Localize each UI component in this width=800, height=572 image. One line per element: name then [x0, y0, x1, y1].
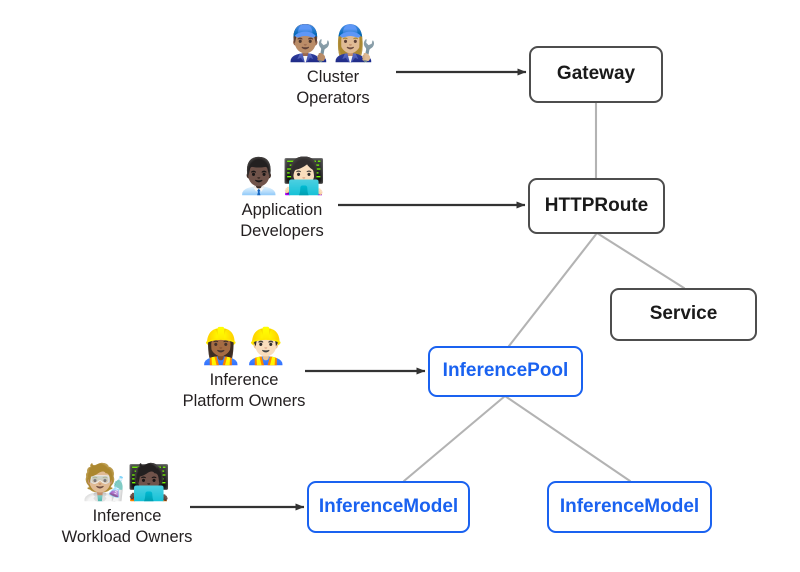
node-gateway-label: Gateway: [556, 63, 636, 85]
application-developers-icon: 👨🏿‍💼👩🏻‍💻: [237, 157, 327, 197]
inference-platform-owners-icon: 👷🏾‍♀️👷🏻‍♂️: [199, 327, 289, 367]
node-gateway[interactable]: Gateway: [529, 46, 663, 103]
inference-workload-owners-icon: 🧑🏼‍🔬🧑🏿‍💻: [82, 463, 172, 503]
node-httproute-label: HTTPRoute: [544, 194, 649, 216]
node-inferencepool-label: InferencePool: [442, 360, 569, 382]
node-inferencepool[interactable]: InferencePool: [428, 346, 583, 397]
node-inferencemodel-1-label: InferenceModel: [318, 495, 459, 517]
edge-inferencepool-inferencemodel1: [402, 394, 507, 483]
persona-inference-workload-owners: 🧑🏼‍🔬🧑🏿‍💻 Inference Workload Owners: [48, 463, 206, 548]
inference-platform-owners-label: Inference Platform Owners: [182, 370, 306, 410]
persona-application-developers: 👨🏿‍💼👩🏻‍💻 Application Developers: [216, 157, 348, 242]
node-inferencemodel-2-label: InferenceModel: [559, 495, 700, 517]
node-service-label: Service: [649, 303, 718, 325]
node-inferencemodel-2[interactable]: InferenceModel: [547, 481, 712, 533]
cluster-operators-icon: 👨🏽‍🔧👩🏼‍🔧: [288, 24, 378, 64]
application-developers-label: Application Developers: [240, 200, 324, 240]
inference-workload-owners-label: Inference Workload Owners: [61, 506, 193, 546]
node-inferencemodel-1[interactable]: InferenceModel: [307, 481, 470, 533]
edge-httproute-service: [595, 231, 686, 290]
node-httproute[interactable]: HTTPRoute: [528, 178, 665, 234]
persona-inference-platform-owners: 👷🏾‍♀️👷🏻‍♂️ Inference Platform Owners: [168, 327, 320, 412]
cluster-operators-label: Cluster Operators: [296, 67, 370, 107]
node-service[interactable]: Service: [610, 288, 757, 341]
edge-inferencepool-inferencemodel2: [503, 394, 632, 483]
persona-cluster-operators: 👨🏽‍🔧👩🏼‍🔧 Cluster Operators: [272, 24, 394, 109]
edge-httproute-inferencepool: [507, 231, 599, 348]
